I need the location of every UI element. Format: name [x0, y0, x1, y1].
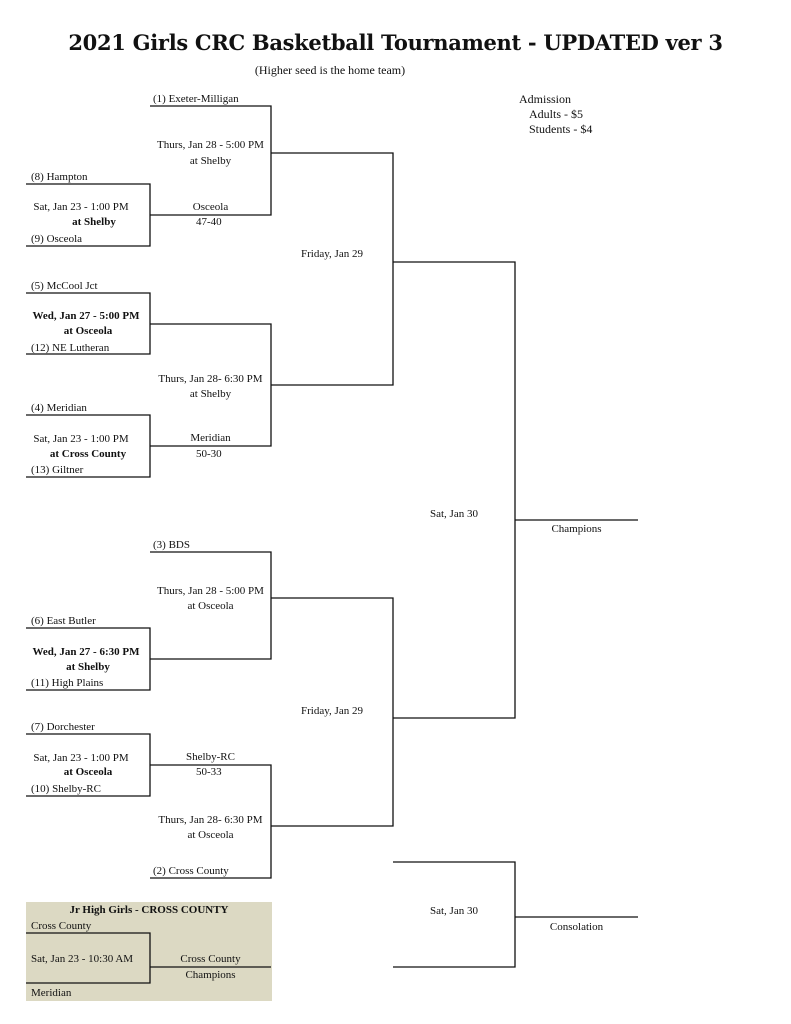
jr-high-team2: Meridian	[31, 987, 72, 999]
result-4-13-winner: Meridian	[190, 432, 231, 444]
game-8-9-location: at Shelby	[72, 216, 116, 228]
team-seed-1: (1) Exeter-Milligan	[153, 93, 239, 105]
team-seed-2: (2) Cross County	[153, 865, 229, 877]
team-seed-7: (7) Dorchester	[31, 721, 95, 733]
game-5-12-location: at Osceola	[63, 325, 113, 337]
admission-adults: Adults - $5	[529, 107, 583, 121]
qf1-location: at Shelby	[189, 155, 232, 167]
jr-high-date: Sat, Jan 23 - 10:30 AM	[31, 953, 134, 965]
admission-title: Admission	[519, 92, 572, 106]
team-seed-4: (4) Meridian	[31, 402, 87, 414]
qf4-location: at Osceola	[187, 829, 234, 841]
game-4-13-date: Sat, Jan 23 - 1:00 PM	[33, 433, 129, 445]
game-4-13-location: at Cross County	[49, 448, 127, 460]
championship-date: Sat, Jan 30	[430, 508, 478, 520]
qf3-location: at Osceola	[187, 600, 234, 612]
semi-top-date: Friday, Jan 29	[301, 248, 363, 260]
jr-high-winner: Cross County	[180, 953, 241, 965]
game-8-9-date: Sat, Jan 23 - 1:00 PM	[33, 201, 129, 213]
qf2-location: at Shelby	[189, 388, 232, 400]
qf4-date: Thurs, Jan 28- 6:30 PM	[158, 814, 263, 826]
team-seed-12: (12) NE Lutheran	[31, 342, 110, 354]
result-8-9-score: 47-40	[196, 216, 222, 228]
team-seed-11: (11) High Plains	[31, 677, 104, 689]
consolation-date: Sat, Jan 30	[430, 905, 478, 917]
game-6-11-location: at Shelby	[66, 661, 110, 673]
game-7-10-date: Sat, Jan 23 - 1:00 PM	[33, 752, 129, 764]
jr-high-title: Jr High Girls - CROSS COUNTY	[69, 904, 229, 916]
semi-bottom-date: Friday, Jan 29	[301, 705, 363, 717]
game-6-11-date: Wed, Jan 27 - 6:30 PM	[32, 646, 140, 658]
qf3-date: Thurs, Jan 28 - 5:00 PM	[157, 585, 264, 597]
consolation-label: Consolation	[549, 921, 604, 933]
game-5-12-date: Wed, Jan 27 - 5:00 PM	[32, 310, 140, 322]
result-8-9-winner: Osceola	[192, 201, 229, 213]
page-subtitle: (Higher seed is the home team)	[254, 63, 406, 77]
team-seed-5: (5) McCool Jct	[31, 280, 98, 292]
team-seed-9: (9) Osceola	[31, 233, 83, 245]
team-seed-6: (6) East Butler	[31, 615, 96, 627]
result-4-13-score: 50-30	[196, 448, 222, 460]
team-seed-10: (10) Shelby-RC	[31, 783, 101, 795]
result-7-10-score: 50-33	[196, 766, 222, 778]
team-seed-13: (13) Giltner	[31, 464, 84, 476]
team-seed-8: (8) Hampton	[31, 171, 88, 183]
admission-students: Students - $4	[529, 122, 593, 136]
qf1-date: Thurs, Jan 28 - 5:00 PM	[157, 139, 264, 151]
result-7-10-winner: Shelby-RC	[186, 751, 235, 763]
jr-high-team1: Cross County	[31, 920, 92, 932]
team-seed-3: (3) BDS	[153, 539, 190, 551]
jr-high-panel	[26, 902, 272, 1001]
game-7-10-location: at Osceola	[63, 766, 113, 778]
page-title: 2021 Girls CRC Basketball Tournament - U…	[68, 30, 723, 55]
jr-high-result: Champions	[185, 969, 236, 981]
champions-label: Champions	[551, 523, 602, 535]
qf2-date: Thurs, Jan 28- 6:30 PM	[158, 373, 263, 385]
